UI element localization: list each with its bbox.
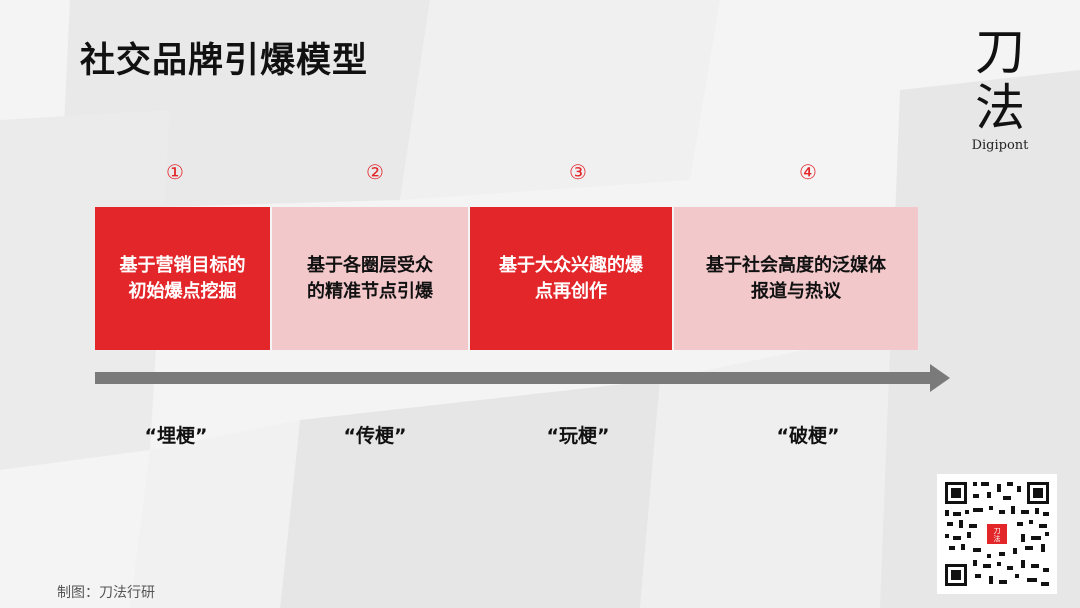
stage-label-2: “传梗” (343, 425, 407, 447)
step-text-line: 基于社会高度的泛媒体 (706, 254, 886, 276)
step-number-3: ③ (569, 160, 587, 184)
step-text-line: 报道与热议 (751, 280, 841, 302)
step-text-line: 点再创作 (535, 280, 607, 302)
step-box-1: 基于营销目标的 初始爆点挖掘 (95, 207, 270, 350)
logo-wordmark: Digipont (971, 138, 1029, 153)
step-box-4: 基于社会高度的泛媒体 报道与热议 (674, 207, 918, 350)
logo-char-1: 刀 (975, 23, 1025, 81)
footer-credit: 制图：刀法行研 (57, 585, 155, 601)
step-text-line: 的精准节点引爆 (307, 280, 433, 302)
brand-logo: 刀 法 Digipont (960, 24, 1040, 153)
step-text-line: 基于大众兴趣的爆 (499, 254, 643, 276)
progress-arrow (95, 364, 950, 392)
step-box-2: 基于各圈层受众 的精准节点引爆 (272, 207, 468, 350)
step-text-line: 基于营销目标的 (119, 254, 246, 276)
step-number-2: ② (366, 160, 384, 184)
logo-char-2: 法 (975, 79, 1025, 137)
stage-label-1: “埋梗” (144, 425, 208, 447)
page-title: 社交品牌引爆模型 (80, 41, 369, 81)
step-text-line: 初始爆点挖掘 (128, 280, 237, 302)
step-box-3: 基于大众兴趣的爆 点再创作 (470, 207, 672, 350)
qr-center-char-2: 法 (994, 534, 1001, 543)
step-number-4: ④ (799, 160, 817, 184)
qr-center-char-1: 刀 (994, 527, 1001, 535)
stage-label-4: “破梗” (776, 425, 840, 447)
qr-code: 刀 法 (937, 474, 1057, 594)
step-text-line: 基于各圈层受众 (307, 254, 433, 276)
stage-label-3: “玩梗” (546, 425, 610, 447)
step-number-1: ① (166, 160, 184, 184)
